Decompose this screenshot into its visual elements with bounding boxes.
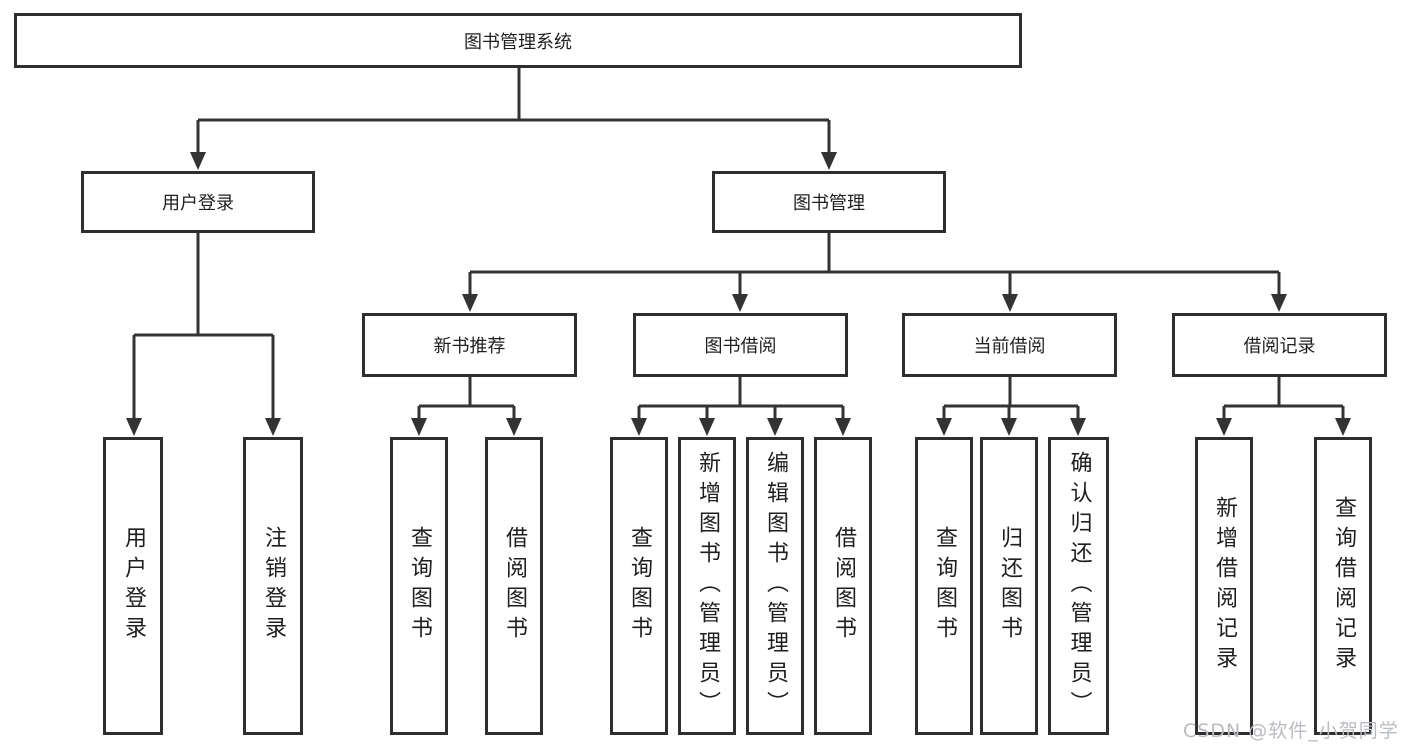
leaf-confirm-return-admin: 确认归还（管理员）: [1048, 437, 1109, 735]
leaf-add-books-admin: 新增图书（管理员）: [678, 437, 736, 735]
leaf-query-books-current: 查询图书: [915, 437, 973, 735]
leaf-query-borrow-record: 查询借阅记录: [1314, 437, 1372, 735]
leaf-borrow-books-recommend: 借阅图书: [485, 437, 543, 735]
leaf-query-books-recommend: 查询图书: [390, 437, 448, 735]
leaf-return-books: 归还图书: [980, 437, 1038, 735]
node-borrowing-records: 借阅记录: [1172, 313, 1387, 377]
node-library-management-system: 图书管理系统: [14, 13, 1022, 68]
leaf-query-books-borrow: 查询图书: [610, 437, 668, 735]
leaf-edit-books-admin: 编辑图书（管理员）: [746, 437, 804, 735]
leaf-user-login: 用户登录: [103, 437, 163, 735]
node-current-borrowing: 当前借阅: [902, 313, 1117, 377]
node-book-management: 图书管理: [712, 171, 946, 233]
leaf-borrow-books: 借阅图书: [814, 437, 872, 735]
node-book-borrowing: 图书借阅: [633, 313, 848, 377]
node-new-book-recommendation: 新书推荐: [362, 313, 577, 377]
csdn-watermark: CSDN @软件_小贺同学: [1183, 720, 1399, 742]
leaf-logout: 注销登录: [243, 437, 303, 735]
leaf-add-borrow-record: 新增借阅记录: [1195, 437, 1253, 735]
node-user-login: 用户登录: [81, 171, 315, 233]
